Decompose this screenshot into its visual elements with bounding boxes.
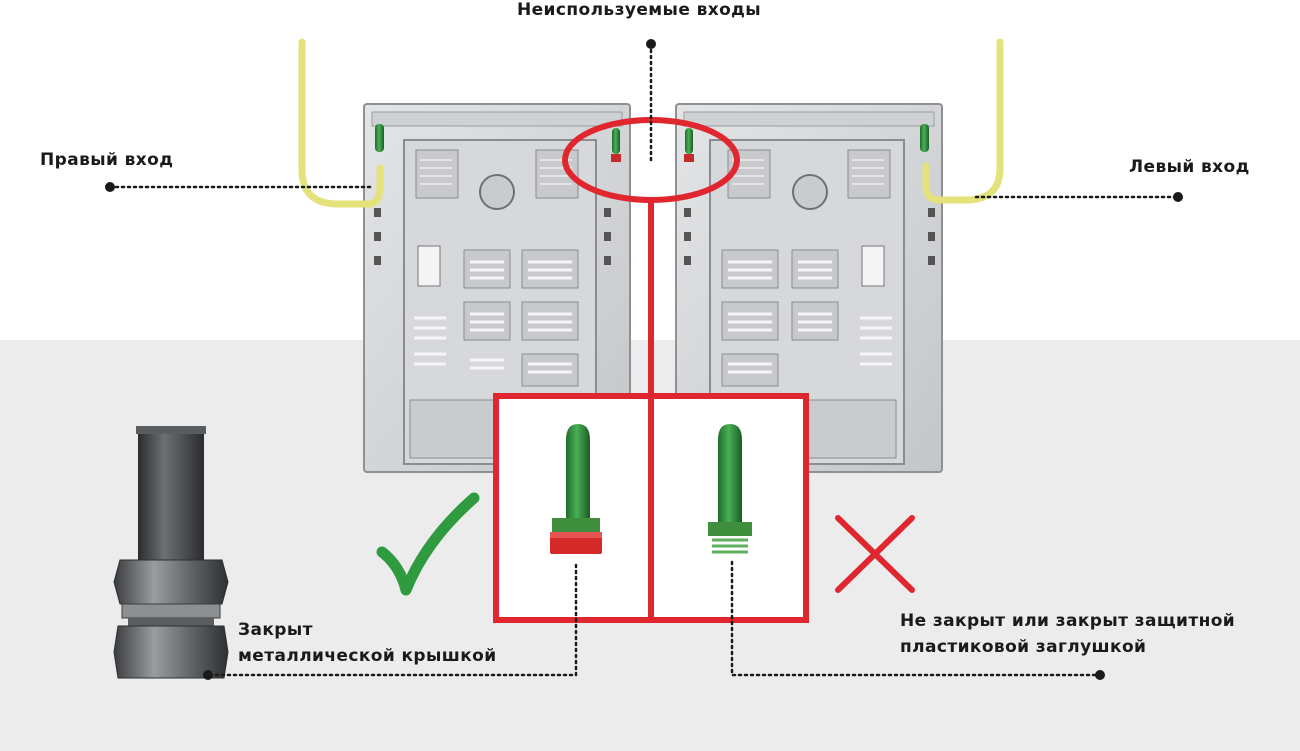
- label-closed-line1: Закрыт: [238, 620, 313, 640]
- label-unused-inlets: Неиспользуемые входы: [517, 0, 762, 20]
- right-oven-back: [675, 103, 943, 473]
- comparison-boxes: [493, 393, 809, 623]
- label-closed-metal-cap: Закрыт металлической крышкой: [238, 617, 497, 669]
- left-inlet-hose: [922, 38, 1004, 204]
- fitting-plastic-plug: [708, 424, 752, 554]
- label-not-closed-line1: Не закрыт или закрыт защитной: [900, 611, 1236, 631]
- label-not-closed-line2: пластиковой заглушкой: [900, 637, 1147, 657]
- label-left-inlet: Левый вход: [1129, 157, 1250, 177]
- fitting-metal-cap: [550, 424, 602, 554]
- right-inlet-hose: [298, 38, 384, 208]
- leader-dots: [105, 39, 1183, 680]
- panel-fittings: [375, 124, 929, 162]
- label-not-closed: Не закрыт или закрыт защитной пластиково…: [900, 608, 1235, 660]
- label-right-inlet: Правый вход: [40, 150, 174, 170]
- label-closed-line2: металлической крышкой: [238, 646, 497, 666]
- checkmark-icon: [376, 492, 480, 596]
- metal-pipe-fitting: [113, 426, 229, 679]
- leader-lines: [108, 42, 1180, 677]
- cross-icon: [835, 515, 915, 593]
